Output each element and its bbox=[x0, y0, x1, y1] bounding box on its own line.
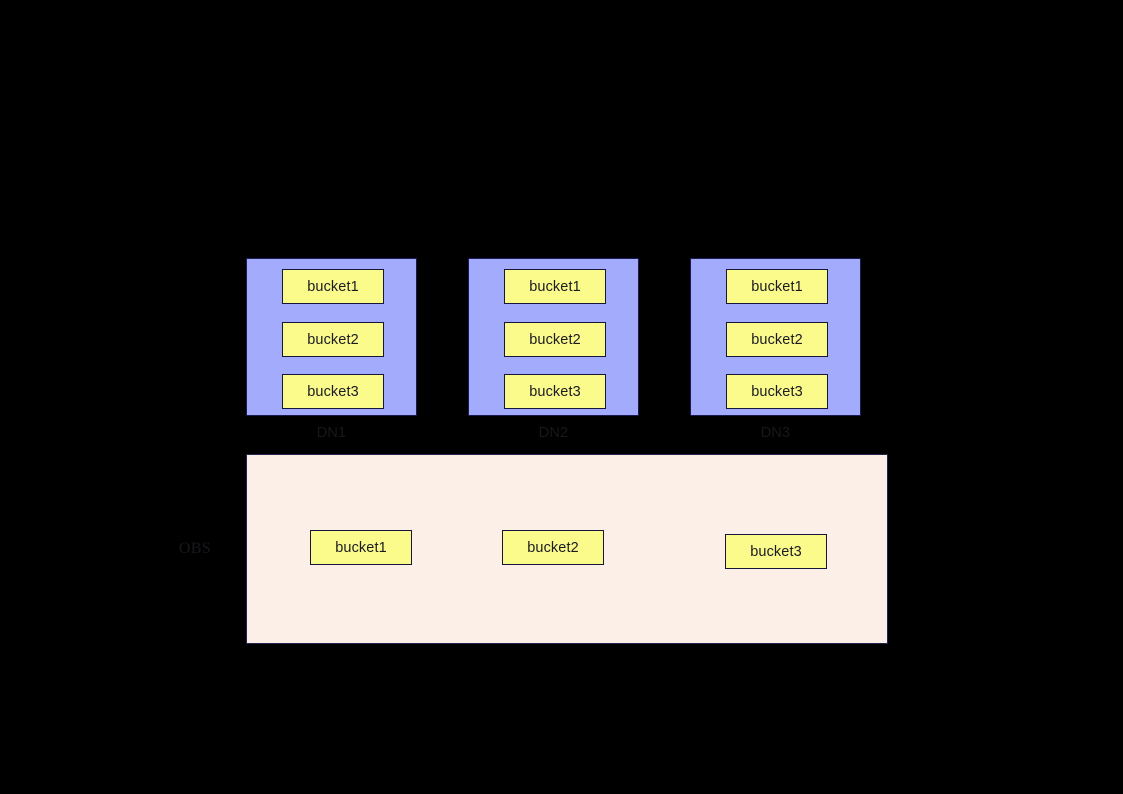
bucket-box[interactable]: bucket2 bbox=[282, 322, 384, 357]
datanode-panel-dn1[interactable]: bucket1 bucket2 bucket3 bbox=[246, 258, 417, 416]
bucket-box[interactable]: bucket3 bbox=[726, 374, 828, 409]
bucket-box[interactable]: bucket3 bbox=[504, 374, 606, 409]
datanode-label-dn1: DN1 bbox=[316, 425, 347, 441]
datanode-panel-dn2[interactable]: bucket1 bucket2 bucket3 bbox=[468, 258, 639, 416]
object-store-label: OBS bbox=[178, 540, 212, 557]
datanode-panel-dn3[interactable]: bucket1 bucket2 bucket3 bbox=[690, 258, 861, 416]
bucket-box[interactable]: bucket2 bbox=[504, 322, 606, 357]
bucket-box[interactable]: bucket2 bbox=[726, 322, 828, 357]
object-store-panel[interactable]: bucket1 bucket2 bucket3 bbox=[246, 454, 888, 644]
bucket-box[interactable]: bucket1 bbox=[282, 269, 384, 304]
datanode-label-dn2: DN2 bbox=[538, 425, 569, 441]
datanode-label-dn3: DN3 bbox=[760, 425, 791, 441]
bucket-box[interactable]: bucket1 bbox=[504, 269, 606, 304]
bucket-box[interactable]: bucket3 bbox=[725, 534, 827, 569]
bucket-box[interactable]: bucket1 bbox=[726, 269, 828, 304]
bucket-box[interactable]: bucket2 bbox=[502, 530, 604, 565]
bucket-box[interactable]: bucket3 bbox=[282, 374, 384, 409]
bucket-box[interactable]: bucket1 bbox=[310, 530, 412, 565]
